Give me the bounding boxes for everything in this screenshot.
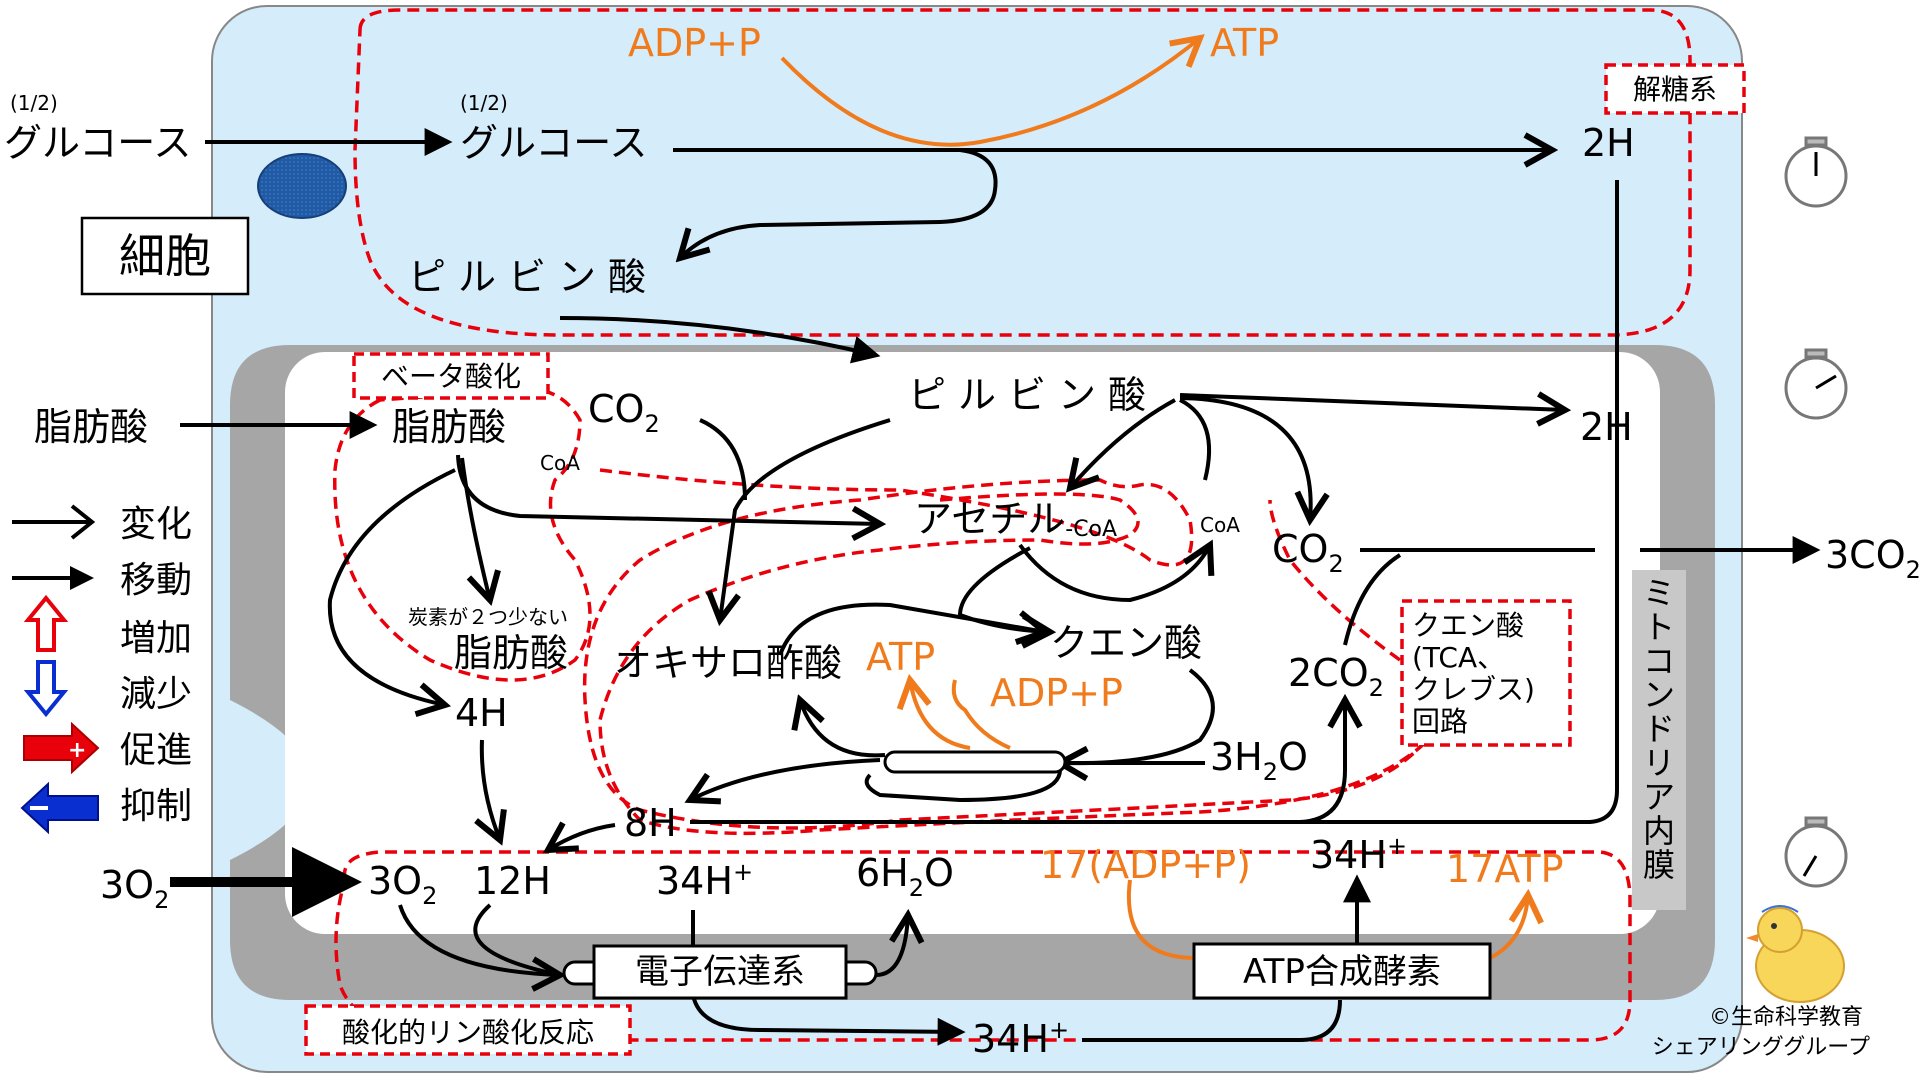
proton-a: 34H+	[656, 858, 753, 903]
proton-c: 34H+	[972, 1016, 1069, 1061]
tca-2co2: 2CO2	[1288, 651, 1384, 702]
inner-membrane-label-box	[1632, 570, 1686, 910]
fatty-acid-outside: 脂肪酸	[34, 405, 148, 449]
timer-icon	[1784, 816, 1848, 888]
proton-b: 34H+	[1310, 832, 1407, 877]
glycolysis-2h: 2H	[1582, 121, 1635, 165]
glycolysis-adp-p: ADP+P	[628, 21, 761, 65]
citrate: クエン酸	[1050, 621, 1202, 665]
short-fatty-acid: 脂肪酸	[454, 631, 568, 675]
citric-cycle-8h: 8H	[624, 801, 677, 845]
citric-cycle-region	[582, 468, 1444, 830]
glycolysis-label: 解糖系	[1633, 73, 1717, 106]
o2-inside: 3O2	[368, 859, 437, 910]
oxphos-12h: 12H	[474, 859, 551, 903]
citric-cycle-label-box	[1400, 599, 1572, 747]
citric-cycle-atp: ATP	[866, 635, 935, 679]
promote-plus: +	[68, 738, 86, 763]
atp-synthase-box	[1192, 942, 1492, 1000]
co2-out: 3CO2	[1825, 533, 1920, 584]
glucose-outside: グルコース	[4, 121, 191, 165]
mitochondria-2h: 2H	[1580, 405, 1633, 449]
open-arrow-icon	[12, 504, 96, 540]
tca-3h2o: 3H2O	[1210, 735, 1308, 786]
coa-left: CoA	[540, 451, 580, 475]
process-arrows	[170, 128, 1821, 1046]
atp-synthase-label: ATP合成酵素	[1243, 952, 1441, 992]
citric-cycle-outline	[598, 492, 1456, 836]
electron-transport-box	[592, 944, 848, 1000]
glucose-half-inside: (1/2)	[460, 91, 508, 115]
down-arrow-icon	[23, 660, 69, 718]
pyruvate-cytoplasm: ピルビン酸	[408, 255, 658, 299]
coa-right: CoA	[1200, 513, 1240, 537]
inhibit-arrow-icon	[20, 781, 99, 835]
co2-top: CO2	[588, 387, 660, 438]
electron-transport-label: 電子伝達系	[635, 952, 805, 992]
oxidative-phosphorylation-label: 酸化的リン酸化反応	[342, 1016, 594, 1049]
short-carbon-note: 炭素が２つ少ない	[408, 605, 568, 629]
promote-arrow-icon	[23, 721, 100, 775]
pyruvate-mitochondria: ピルビン酸	[908, 373, 1158, 417]
citric-cycle-adp-p: ADP+P	[990, 671, 1123, 715]
timer-icon	[1784, 136, 1848, 208]
glycolysis-atp: ATP	[1210, 21, 1279, 65]
beta-oxidation-label-box	[352, 352, 550, 400]
legend: + 変化 移動 増加 減少 促進 抑制	[12, 504, 203, 835]
cell-title-box	[80, 216, 250, 296]
beta-oxidation-label: ベータ酸化	[381, 360, 521, 393]
timer-icons	[1784, 136, 1848, 888]
oxphos-label-box	[304, 1004, 632, 1056]
acetyl-coa: アセチル-CoA	[914, 497, 1117, 542]
duck-mascot-icon	[1746, 905, 1845, 1003]
fatty-acid-inside: 脂肪酸	[392, 405, 506, 449]
beta-oxidation-4h: 4H	[455, 691, 508, 735]
oxaloacetate: オキサロ酢酸	[614, 641, 842, 685]
svg-text:変化 移動 増加 減少: 変化 移動 増加 減少 促進 抑制	[120, 504, 203, 827]
inner-membrane-label: ミトコンドリア内膜	[1643, 574, 1675, 884]
o2-outside: 3O2	[100, 863, 169, 914]
credit: ©生命科学教育 シェアリンググループ	[1652, 1005, 1870, 1060]
h2o-tube	[883, 750, 1067, 774]
glycolysis-label-box	[1604, 63, 1746, 115]
nucleus	[257, 153, 347, 219]
beta-oxidation-region	[333, 387, 592, 682]
energy-arrows	[780, 38, 1528, 961]
oxphos-17-adp-p: 17(ADP+P)	[1040, 843, 1251, 887]
glucose-half-outside: (1/2)	[10, 91, 58, 115]
oxphos-6h2o: 6H2O	[856, 851, 954, 902]
citric-cycle-label: クエン酸 (TCA、 クレブス) 回路	[1412, 609, 1544, 738]
cell-title: 細胞	[119, 229, 211, 283]
glycolysis-region	[353, 8, 1692, 337]
glucose-inside: グルコース	[460, 121, 647, 165]
co2-mid: CO2	[1272, 527, 1344, 578]
up-arrow-icon	[23, 594, 69, 652]
timer-icon	[1784, 348, 1848, 420]
oxphos-17-atp: 17ATP	[1446, 847, 1564, 891]
